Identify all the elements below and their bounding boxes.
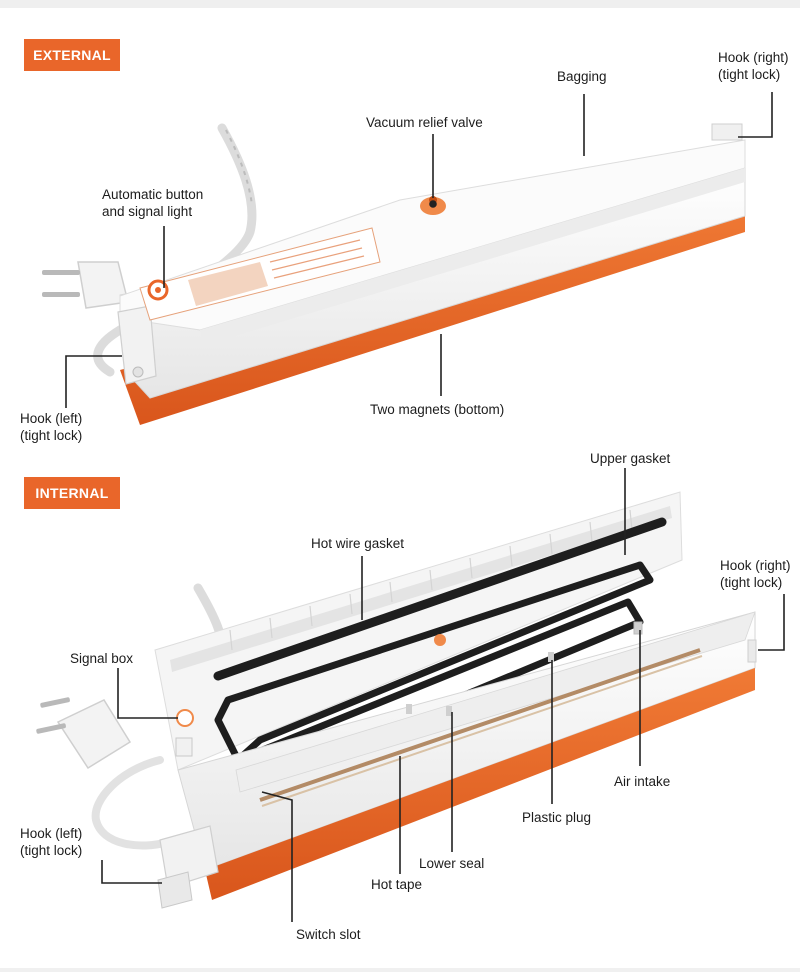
label-hot-tape: Hot tape (371, 877, 423, 892)
label-line: and signal light (102, 204, 193, 219)
label-line: Automatic button (102, 187, 204, 202)
label-line: (tight lock) (20, 843, 83, 858)
label-line: Hook (right) (720, 558, 791, 573)
label-lower-seal: Lower seal (419, 856, 485, 871)
top-divider (0, 0, 800, 8)
label-line: (tight lock) (718, 67, 781, 82)
internal-device (36, 491, 757, 909)
label-upper-gasket: Upper gasket (590, 451, 671, 466)
label-line: Hook (left) (20, 826, 83, 841)
label-switch-slot: Switch slot (296, 927, 361, 942)
label-line: (tight lock) (20, 428, 83, 443)
label-hot-wire-gasket: Hot wire gasket (311, 536, 405, 551)
leader-lines (65, 92, 785, 922)
internal-badge: INTERNAL (24, 477, 120, 509)
label-hook-right-internal: Hook (right) (tight lock) (720, 557, 791, 591)
label-plastic-plug: Plastic plug (522, 810, 592, 825)
label-line: Hook (left) (20, 411, 83, 426)
label-hook-left-internal: Hook (left) (tight lock) (20, 825, 82, 859)
label-line: (tight lock) (720, 575, 783, 590)
label-air-intake: Air intake (614, 774, 671, 789)
external-badge: EXTERNAL (24, 39, 120, 71)
plug-icon (36, 697, 132, 770)
label-automatic-button: Automatic button and signal light (102, 186, 203, 220)
label-line: Hook (right) (718, 50, 789, 65)
label-signal-box: Signal box (70, 651, 134, 666)
bottom-divider (0, 968, 800, 972)
label-vacuum-relief-valve: Vacuum relief valve (366, 115, 483, 130)
label-hook-left-external: Hook (left) (tight lock) (20, 410, 82, 444)
plug-icon (42, 261, 129, 309)
external-device (42, 123, 746, 425)
label-two-magnets: Two magnets (bottom) (370, 402, 505, 417)
label-bagging: Bagging (557, 69, 607, 84)
label-hook-right-external: Hook (right) (tight lock) (718, 49, 789, 83)
